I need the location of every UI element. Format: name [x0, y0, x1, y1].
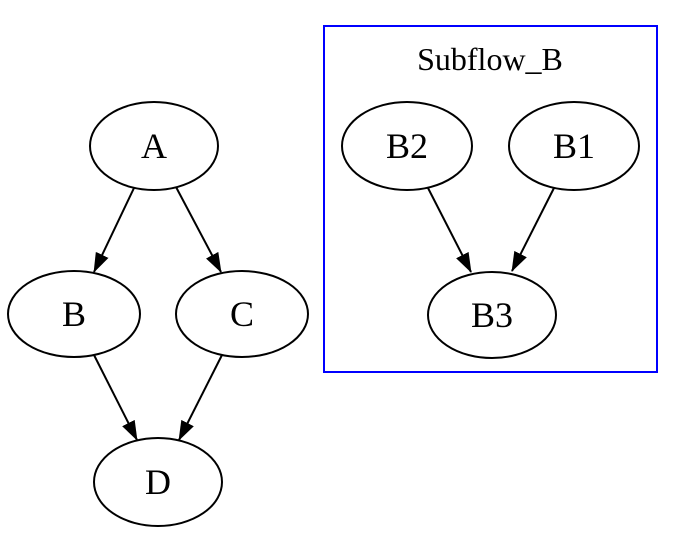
node-B-label: B — [62, 294, 86, 334]
node-B3-shape — [427, 271, 557, 359]
node-B-shape — [7, 270, 141, 358]
node-B1: B1 — [508, 101, 640, 191]
node-B1-shape — [508, 101, 640, 191]
node-B3-label: B3 — [471, 295, 513, 335]
node-A-label: A — [141, 126, 167, 166]
node-D: D — [93, 437, 223, 527]
node-B: B — [7, 270, 141, 358]
node-B2: B2 — [341, 101, 473, 191]
node-A: A — [89, 101, 219, 191]
node-B1-label: B1 — [553, 126, 595, 166]
node-C-label: C — [230, 294, 254, 334]
node-A-shape — [89, 101, 219, 191]
node-D-shape — [93, 437, 223, 527]
node-B2-shape — [341, 101, 473, 191]
node-C: C — [175, 270, 309, 358]
node-D-label: D — [145, 462, 171, 502]
edge-B-D — [93, 354, 138, 441]
edge-C-D — [178, 354, 223, 441]
node-B2-label: B2 — [386, 126, 428, 166]
edge-B2-B3 — [427, 187, 472, 273]
cluster-title: Subflow_B — [417, 41, 563, 77]
node-C-shape — [175, 270, 309, 358]
edge-A-C — [175, 186, 222, 273]
edges — [93, 186, 555, 441]
node-B3: B3 — [427, 271, 557, 359]
edge-B1-B3 — [511, 187, 555, 272]
edge-A-B — [93, 187, 135, 273]
